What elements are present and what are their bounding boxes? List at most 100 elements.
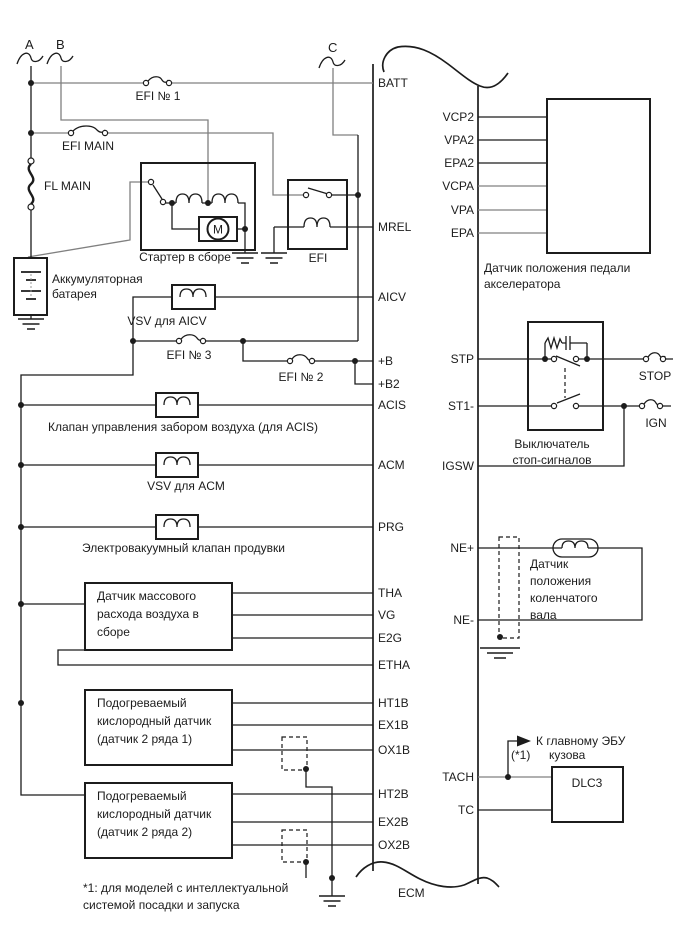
motor-label: M (213, 223, 223, 237)
connector-b-label: B (56, 37, 65, 52)
wire-etha (57, 649, 373, 666)
acis-coil-icon (163, 396, 191, 406)
body-ecu-label-2: кузова (549, 748, 586, 762)
fuse-efi2-icon (286, 354, 316, 365)
efi-relay-label: EFI (309, 251, 328, 265)
connector-a-icon (16, 52, 44, 65)
fuse-terminal (286, 357, 294, 365)
vsv-aicv-label: VSV для AICV (127, 314, 206, 328)
starter-motor-symbol: M (198, 216, 238, 242)
wire-battery-feed (27, 181, 151, 258)
connector-c-label: C (328, 40, 337, 55)
ckp-label-1: Датчик (530, 557, 569, 571)
fuse-terminal (67, 129, 75, 137)
pin-vpa: VPA (451, 203, 474, 217)
battery-label-2: батарея (52, 287, 97, 301)
fuse-terminal (142, 79, 150, 87)
maf-label-1: Датчик массового (97, 589, 196, 603)
fuse-terminal (638, 402, 646, 410)
stop-switch-contact (572, 355, 580, 363)
wire-c-connector (332, 68, 358, 136)
fuse-efi3-icon (175, 334, 207, 345)
fuse-wave (180, 334, 204, 341)
efi-relay-box (287, 179, 348, 250)
battery-label-1: Аккумуляторная (52, 272, 143, 286)
pin-stp: STP (451, 352, 474, 366)
junction-dot (329, 875, 335, 881)
junction-dot (169, 200, 175, 206)
junction-dot (542, 356, 548, 362)
dlc3-box (551, 766, 624, 823)
junction-dot (497, 634, 503, 640)
junction-dot (18, 524, 24, 530)
fuse-terminal (165, 79, 173, 87)
ground-icon-shield (319, 895, 345, 907)
starter-coil2-icon (211, 193, 239, 204)
pedal-sensor-box (546, 98, 651, 254)
junction-dots (18, 80, 627, 881)
wire-pedal-lower (478, 185, 547, 234)
junction-dot (352, 358, 358, 364)
ckp-coil-icon (561, 540, 589, 549)
fuse-terminal (659, 355, 667, 363)
junction-dot (205, 200, 211, 206)
o2-sensor2-label-3: (датчик 2 ряда 2) (97, 825, 192, 839)
maf-label-2: расхода воздуха в (97, 607, 199, 621)
stop-switch-label-1: Выключатель (514, 437, 589, 451)
junction-dot (18, 700, 24, 706)
ckp-label-2: положения (530, 574, 591, 588)
pin-ox1b: OX1B (378, 743, 410, 757)
connector-b-icon (46, 52, 74, 65)
footnote-line-1: *1: для моделей с интеллектуальной (83, 881, 288, 895)
o2-sensor2-box (84, 782, 233, 859)
ground-icon-ckp (480, 647, 520, 659)
pin-st1: ST1- (448, 399, 474, 413)
fuse-efi3-label: EFI № 3 (167, 348, 212, 362)
fuse-efi1-icon (142, 76, 173, 87)
ckp-label-4: вала (530, 608, 557, 622)
wire-igsw (478, 406, 625, 467)
pin-vcpa: VCPA (442, 179, 474, 193)
footnote-line-2: системой посадки и запуска (83, 898, 240, 912)
efi-relay-coil-icon (303, 217, 331, 228)
shield-ox2b-icon (281, 829, 308, 863)
wire-rc-bridge-leads (544, 342, 588, 359)
junction-dot (28, 130, 34, 136)
junction-dot (584, 356, 590, 362)
o2-sensor1-label-3: (датчик 2 ряда 1) (97, 732, 192, 746)
starter-switch-blade (152, 184, 163, 200)
pin-ex1b: EX1B (378, 718, 409, 732)
capacitor-icon (565, 336, 571, 350)
pin-etha: ETHA (378, 658, 410, 672)
starter-coil1-icon (175, 193, 203, 204)
pin-epa2: EPA2 (444, 156, 474, 170)
acm-coil-icon (163, 456, 191, 466)
o2-sensor2-label-2: кислородный датчик (97, 807, 212, 821)
wire-b-connector (60, 66, 209, 203)
wire-plus-b2 (354, 361, 373, 385)
fl-main-terminal (27, 203, 35, 211)
pin-ne-plus: NE+ (450, 541, 474, 555)
junction-dot (240, 338, 246, 344)
junction-dot (621, 403, 627, 409)
pin-epa: EPA (451, 226, 474, 240)
ground-symbols (18, 252, 520, 907)
stop-switch-contact (550, 402, 558, 410)
fuse-ign-icon (638, 399, 664, 410)
prg-coil-icon (163, 518, 191, 528)
connector-a-label: A (25, 37, 34, 52)
pin-vpa2: VPA2 (444, 133, 474, 147)
black-wires (20, 66, 673, 896)
stop-switch-lower-blade (556, 393, 581, 404)
junction-dot (303, 859, 309, 865)
junction-dot (303, 766, 309, 772)
junction-dot (18, 462, 24, 468)
wire-ne-loop (478, 547, 643, 621)
o2-sensor1-box (84, 689, 233, 766)
ground-icon-battery (18, 318, 44, 330)
purge-valve-label: Электровакуумный клапан продувки (82, 541, 285, 555)
fuse-terminal (642, 355, 650, 363)
stop-switch-contact (550, 355, 558, 363)
fuse-wave (291, 354, 313, 361)
